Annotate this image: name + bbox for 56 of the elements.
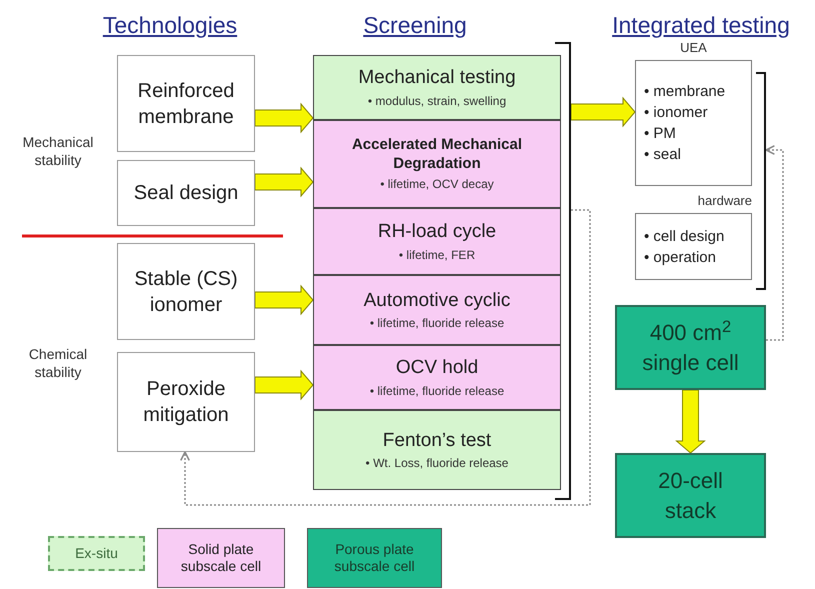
block-arrow — [570, 96, 636, 128]
test-box — [313, 345, 561, 410]
test-title: Fenton’s test — [382, 428, 492, 452]
column-heading: Technologies — [102, 11, 238, 40]
cell-box — [615, 305, 766, 390]
test-box — [313, 275, 561, 345]
test-box — [313, 55, 561, 120]
bracket — [555, 42, 571, 500]
list-item: • operation — [644, 248, 717, 268]
test-detail: • lifetime, fluoride release — [370, 384, 504, 399]
technology-box — [117, 160, 255, 226]
list-item: • membrane — [644, 82, 726, 102]
dotted-arrow — [180, 209, 591, 506]
test-title: Accelerated Mechanical Degradation — [350, 136, 524, 174]
technology-label: Stable (CS) ionomer — [133, 266, 239, 318]
cell-box — [615, 453, 766, 538]
test-detail: • Wt. Loss, fluoride release — [366, 456, 508, 472]
test-title: OCV hold — [396, 356, 478, 380]
list-item: • seal — [644, 145, 682, 166]
test-box — [313, 410, 561, 490]
test-box — [313, 208, 561, 275]
legend-swatch: Ex-situ — [48, 536, 145, 571]
test-title: Automotive cyclic — [364, 288, 510, 312]
legend-swatch: Porous plate subscale cell — [307, 528, 442, 588]
legend-swatch: Solid plate subscale cell — [157, 528, 285, 588]
column-heading: Screening — [362, 11, 468, 40]
cell-label: 20-cell stack — [657, 466, 724, 524]
technology-label: Seal design — [134, 181, 238, 206]
test-detail: • lifetime, FER — [398, 248, 476, 263]
dotted-arrow — [765, 145, 784, 341]
list-item: • cell design — [644, 226, 726, 247]
block-arrow — [675, 390, 706, 454]
test-detail: • lifetime, fluoride release — [370, 316, 504, 332]
list-item: • ionomer — [644, 103, 709, 124]
technology-box — [117, 55, 255, 152]
test-detail: • lifetime, OCV decay — [380, 177, 494, 192]
category-label: Mechanical stability — [22, 134, 94, 169]
block-arrow — [254, 370, 314, 400]
technology-label: Peroxide mitigation — [142, 377, 230, 428]
group-heading: hardware — [698, 193, 752, 210]
block-arrow — [254, 166, 314, 198]
list-item: • PM — [644, 124, 677, 144]
test-title: Mechanical testing — [358, 66, 516, 90]
category-label: Chemical stability — [28, 346, 88, 381]
technology-box — [117, 243, 255, 340]
group-heading: UEA — [680, 40, 707, 56]
cell-label: 400 cm$^{2}$ single cell — [641, 318, 740, 377]
bracket — [756, 72, 766, 290]
test-box — [313, 120, 561, 208]
block-arrow — [254, 284, 314, 316]
test-detail: • modulus, strain, swelling — [368, 94, 506, 109]
block-arrow — [254, 102, 314, 134]
technology-label: Reinforced membrane — [136, 78, 236, 130]
technology-box — [117, 352, 255, 452]
column-heading: Integrated testing — [611, 11, 791, 40]
test-title: RH-load cycle — [378, 220, 496, 244]
